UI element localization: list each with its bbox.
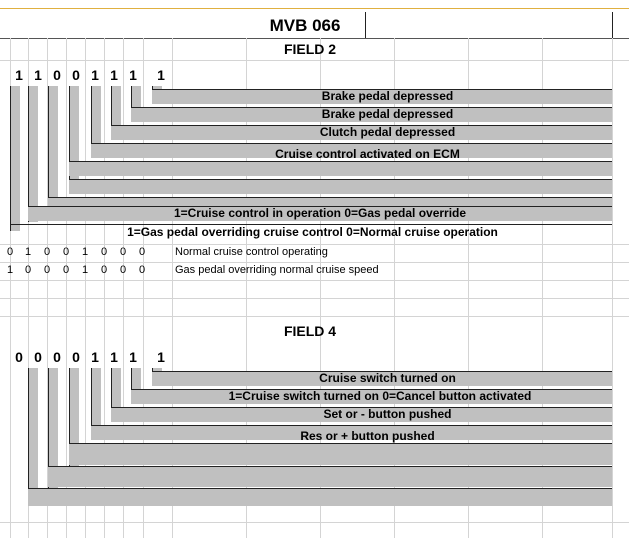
example-bit: 1 bbox=[81, 246, 89, 258]
field4-bit-0: 0 bbox=[15, 349, 23, 365]
example-bit: 1 bbox=[24, 246, 32, 258]
example-bit: 0 bbox=[100, 246, 108, 258]
example-bit: 1 bbox=[6, 264, 14, 276]
example-bit: 0 bbox=[138, 264, 146, 276]
field4-connector-2 bbox=[48, 368, 58, 488]
field2-bit-1: 1 bbox=[34, 67, 42, 83]
field4-bar-empty-a bbox=[69, 443, 612, 465]
field4-bar-1 bbox=[131, 389, 612, 404]
field2-label-3: Cruise control activated on ECM bbox=[275, 147, 460, 161]
field4-connector-5 bbox=[111, 368, 121, 422]
field4-bit-3: 0 bbox=[72, 349, 80, 365]
example-bit: 0 bbox=[62, 246, 70, 258]
field2-connector-0 bbox=[10, 86, 20, 231]
example-bit: 0 bbox=[6, 246, 14, 258]
field2-label-1: Brake pedal depressed bbox=[321, 107, 454, 121]
example-bit: 0 bbox=[100, 264, 108, 276]
field2-bit-6: 1 bbox=[129, 67, 137, 83]
field4-label-0: Cruise switch turned on bbox=[319, 371, 456, 385]
field2-connector-6 bbox=[131, 86, 141, 122]
field4-bit-5: 1 bbox=[110, 349, 118, 365]
example-description: Normal cruise control operating bbox=[175, 246, 328, 258]
example-description: Gas pedal overriding normal cruise speed bbox=[175, 264, 379, 276]
field2-connector-4 bbox=[91, 86, 101, 158]
field2-label-4: 1=Cruise control in operation 0=Gas peda… bbox=[173, 206, 467, 220]
field2-bar-3 bbox=[91, 143, 612, 158]
field4-label-2: Set or - button pushed bbox=[323, 407, 452, 421]
example-bit: 0 bbox=[43, 264, 51, 276]
field4-bit-6: 1 bbox=[129, 349, 137, 365]
field2-bit-4: 1 bbox=[91, 67, 99, 83]
field4-bit-2: 0 bbox=[53, 349, 61, 365]
field2-bar-empty-a bbox=[69, 161, 612, 176]
field2-bar-4 bbox=[28, 206, 612, 221]
field4-bar-2 bbox=[111, 407, 612, 422]
field2-bar-2 bbox=[111, 125, 612, 140]
field4-bar-3 bbox=[91, 425, 612, 440]
field2-bar-5-line bbox=[10, 224, 612, 225]
field2-bit-0: 1 bbox=[15, 67, 23, 83]
sheet-title: MVB 066 bbox=[269, 16, 341, 35]
field2-connector-5 bbox=[111, 86, 121, 140]
field2-connector-3 bbox=[69, 86, 79, 194]
example-bit: 0 bbox=[43, 246, 51, 258]
field4-bit-7: 1 bbox=[157, 349, 165, 365]
field4-label-3: Res or + button pushed bbox=[300, 429, 435, 443]
field2-title: FIELD 2 bbox=[283, 41, 337, 57]
field2-label-0: Brake pedal depressed bbox=[321, 89, 454, 103]
field4-bit-1: 0 bbox=[34, 349, 42, 365]
example-bit: 0 bbox=[24, 264, 32, 276]
field2-bar-1 bbox=[131, 107, 612, 122]
field4-bit-4: 1 bbox=[91, 349, 99, 365]
field2-bit-5: 1 bbox=[110, 67, 118, 83]
field2-label-5: 1=Gas pedal overriding cruise control 0=… bbox=[127, 225, 498, 239]
field4-connector-6 bbox=[131, 368, 141, 404]
example-bit: 0 bbox=[62, 264, 70, 276]
field4-bar-0 bbox=[152, 371, 612, 386]
example-bit: 0 bbox=[119, 264, 127, 276]
field2-bar-empty-b bbox=[69, 179, 612, 194]
field4-title: FIELD 4 bbox=[283, 323, 337, 339]
example-bit: 0 bbox=[119, 246, 127, 258]
field4-bar-empty-b bbox=[48, 466, 612, 487]
title-cell-border-right bbox=[612, 12, 613, 38]
field2-bit-7: 1 bbox=[157, 67, 165, 83]
field2-bit-3: 0 bbox=[72, 67, 80, 83]
field4-label-1: 1=Cruise switch turned on 0=Cancel butto… bbox=[228, 389, 532, 403]
field4-bar-empty-c bbox=[28, 488, 612, 506]
field2-connector-2 bbox=[48, 86, 58, 216]
field2-bit-2: 0 bbox=[53, 67, 61, 83]
example-bit: 1 bbox=[81, 264, 89, 276]
field2-bar-0 bbox=[152, 89, 612, 104]
title-cell-border bbox=[365, 12, 366, 38]
field4-connector-1 bbox=[28, 368, 38, 506]
field2-connector-1 bbox=[28, 86, 38, 222]
field2-label-2: Clutch pedal depressed bbox=[319, 125, 456, 139]
example-bit: 0 bbox=[138, 246, 146, 258]
field4-connector-4 bbox=[91, 368, 101, 440]
field4-connector-3 bbox=[69, 368, 79, 466]
